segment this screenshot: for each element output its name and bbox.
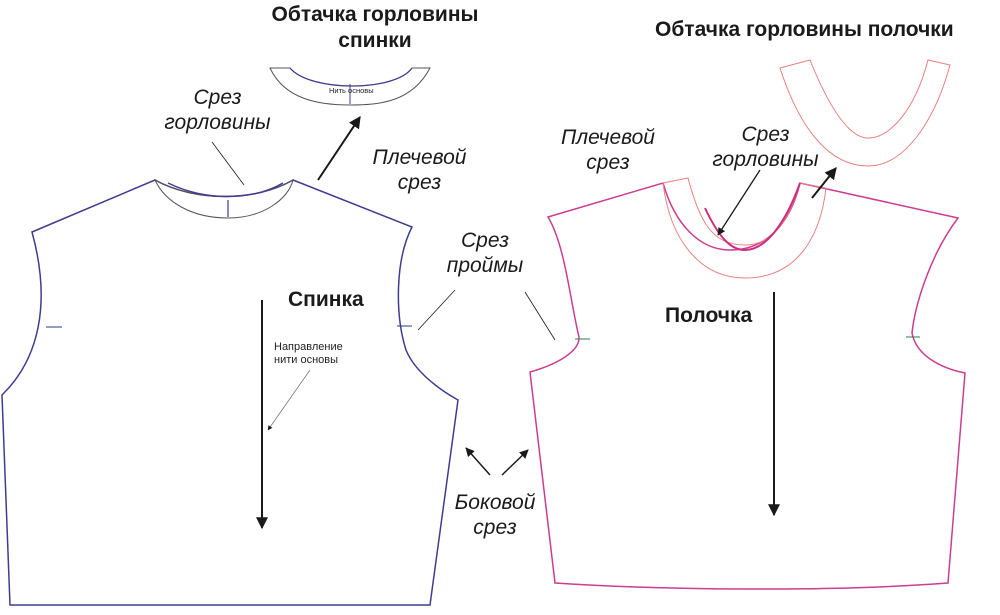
arrow-neckline-front (717, 169, 761, 236)
front-part-label: Полочка (665, 304, 753, 327)
label-neckline-front: Срез горловины (698, 122, 833, 172)
back-facing-inner (289, 67, 413, 87)
back-facing-piece (269, 67, 431, 106)
label-shoulder-front-line2: срез (586, 151, 630, 174)
arrow-armhole-front (524, 291, 556, 341)
label-side: Боковой срез (440, 490, 550, 540)
label-shoulder-front-line1: Плечевой (561, 126, 655, 149)
arrow-armhole-back (417, 289, 456, 331)
label-neckline-back: Срез горловины (150, 85, 285, 135)
back-facing-title: Обтачка горловины спинки (250, 2, 500, 54)
front-outline (529, 182, 966, 590)
back-outline (1, 179, 459, 606)
label-armhole-line1: Срез (460, 229, 510, 252)
label-side-line2: срез (473, 516, 517, 539)
grain-pointer (267, 369, 311, 431)
front-piece (529, 177, 966, 590)
arrow-side-back (465, 447, 491, 476)
grain-label: Направление нити основы (274, 341, 343, 367)
back-facing-title-line1: Обтачка горловины (271, 3, 479, 26)
label-armhole: Срез проймы (430, 228, 540, 278)
label-shoulder-front: Плечевой срез (548, 125, 668, 175)
grain-label-line2: нити основы (274, 354, 339, 366)
front-facing-piece (779, 59, 951, 167)
back-neckline-seam (167, 182, 284, 198)
label-shoulder-back-line2: срез (397, 171, 442, 194)
back-piece (1, 178, 459, 606)
label-neckline-front-line2: горловины (712, 148, 819, 171)
label-shoulder-back: Плечевой срез (362, 145, 477, 195)
label-side-line1: Боковой (454, 491, 536, 514)
arrow-side-front (501, 449, 529, 476)
label-neckline-back-line2: горловины (164, 111, 271, 134)
grain-label-line1: Направление (274, 341, 343, 353)
arrow-neckline-back (211, 141, 245, 186)
label-armhole-line2: проймы (446, 254, 524, 277)
back-part-label: Спинка (288, 288, 364, 311)
label-neckline-front-line1: Срез (741, 123, 790, 146)
pointer-arrows (211, 116, 837, 476)
back-facing-title-line2: спинки (338, 29, 412, 52)
arrow-to-back-facing (317, 116, 361, 181)
front-facing-title: Обтачка горловины полочки (655, 18, 954, 41)
front-neck-facing (662, 177, 827, 279)
label-neckline-back-line1: Срез (193, 86, 242, 109)
arrow-to-front-facing (811, 167, 837, 199)
label-shoulder-back-line1: Плечевой (372, 146, 467, 169)
front-neckline-seam (704, 182, 801, 252)
front-facing-outline (779, 59, 951, 167)
facing-grain-label: Нить основы (329, 86, 374, 95)
